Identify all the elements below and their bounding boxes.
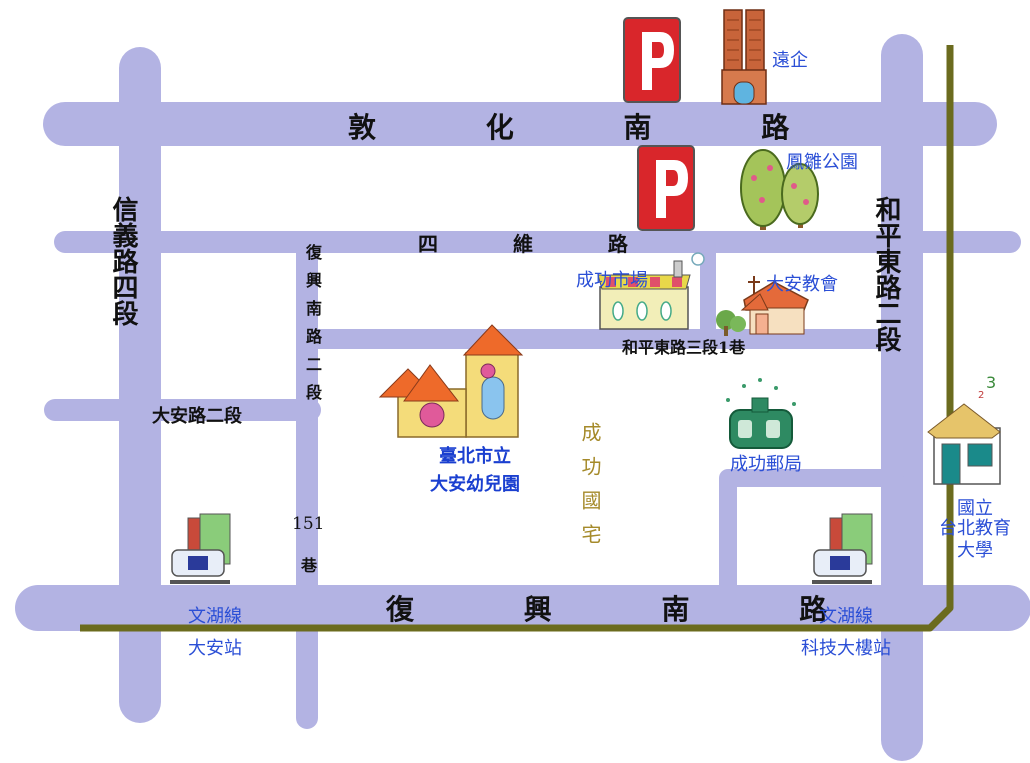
label-chenggong-housing: 成功國宅 (578, 422, 602, 558)
label-univ-line2: 台北教育 (939, 518, 1011, 539)
label-univ-line1: 國立 (957, 498, 993, 519)
parking-icon (623, 17, 681, 103)
label-daan-church: 大安教會 (766, 274, 838, 295)
label-chenggong-post: 成功郵局 (730, 454, 802, 475)
label-far-eastern: 遠企 (772, 50, 808, 71)
label-mrt-daan-line: 文湖線 (188, 606, 242, 627)
label-mrt-daan-station: 大安站 (188, 638, 242, 659)
road-label-siwei: 四 維 路 (418, 232, 662, 256)
road-label-dunhua-south: 敦 化 南 路 (348, 111, 840, 144)
label-school-line1: 臺北市立 (439, 446, 511, 467)
mrt-line (80, 45, 954, 632)
label-school-line2: 大安幼兒園 (430, 474, 520, 495)
label-univ-line3: 大學 (957, 540, 993, 561)
svg-text:3: 3 (986, 373, 996, 392)
parking-icon (637, 145, 695, 231)
label-mrt-tech-line: 文湖線 (819, 606, 873, 627)
post-office-icon (726, 378, 796, 449)
road-label-fuxing-lane: 復興南路二段 (303, 244, 322, 412)
road-label-heping-east: 和平東路二段 (871, 196, 901, 352)
market-icon (597, 252, 705, 330)
university-icon: 3 2 (927, 373, 1001, 485)
lane-number: 151 (292, 514, 325, 534)
mrt-train-icon (170, 513, 231, 584)
label-chenggong-market: 成功市場 (576, 270, 648, 291)
label-fengchu-park: 鳳雛公園 (786, 152, 858, 173)
school-house-icon (378, 324, 524, 438)
label-mrt-tech-station: 科技大樓站 (801, 638, 891, 659)
mrt-train-icon (812, 513, 873, 584)
road-label-fuxing-south: 復 興 南 路 (386, 593, 878, 626)
road-label-xinyi: 信義路四段 (108, 196, 138, 326)
church-icon (716, 276, 809, 336)
road-label-daan: 大安路二段 (152, 406, 242, 427)
trees-icon (740, 149, 819, 230)
road-label-heping-lane1: 和平東路三段1巷 (622, 338, 746, 357)
building-icon (721, 9, 767, 105)
lane-suffix: 巷 (301, 556, 318, 575)
svg-text:2: 2 (978, 390, 984, 401)
